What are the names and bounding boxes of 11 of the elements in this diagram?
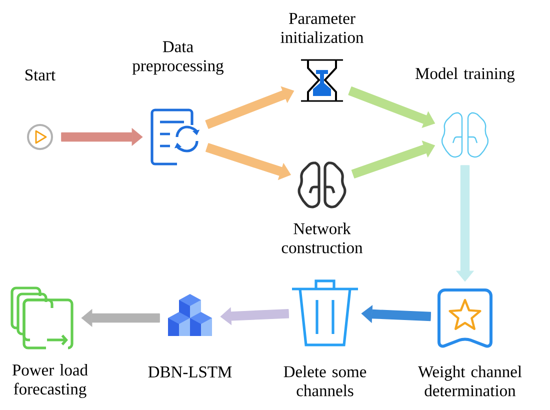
- block-arrow: [205, 86, 294, 129]
- step-label: Weight channel determination: [418, 366, 522, 396]
- step-label: Power load forecasting: [12, 364, 88, 398]
- step-label: Start: [26, 69, 56, 81]
- block-arrow: [220, 307, 289, 326]
- step-label: Model training: [416, 68, 515, 82]
- step-label: Delete some channels: [284, 366, 366, 396]
- step-label: Data preprocessing: [132, 41, 224, 75]
- step-label: DBN-LSTM: [148, 366, 232, 378]
- step-label: Network construction: [282, 222, 363, 254]
- step-label: Parameter initialization: [280, 13, 364, 43]
